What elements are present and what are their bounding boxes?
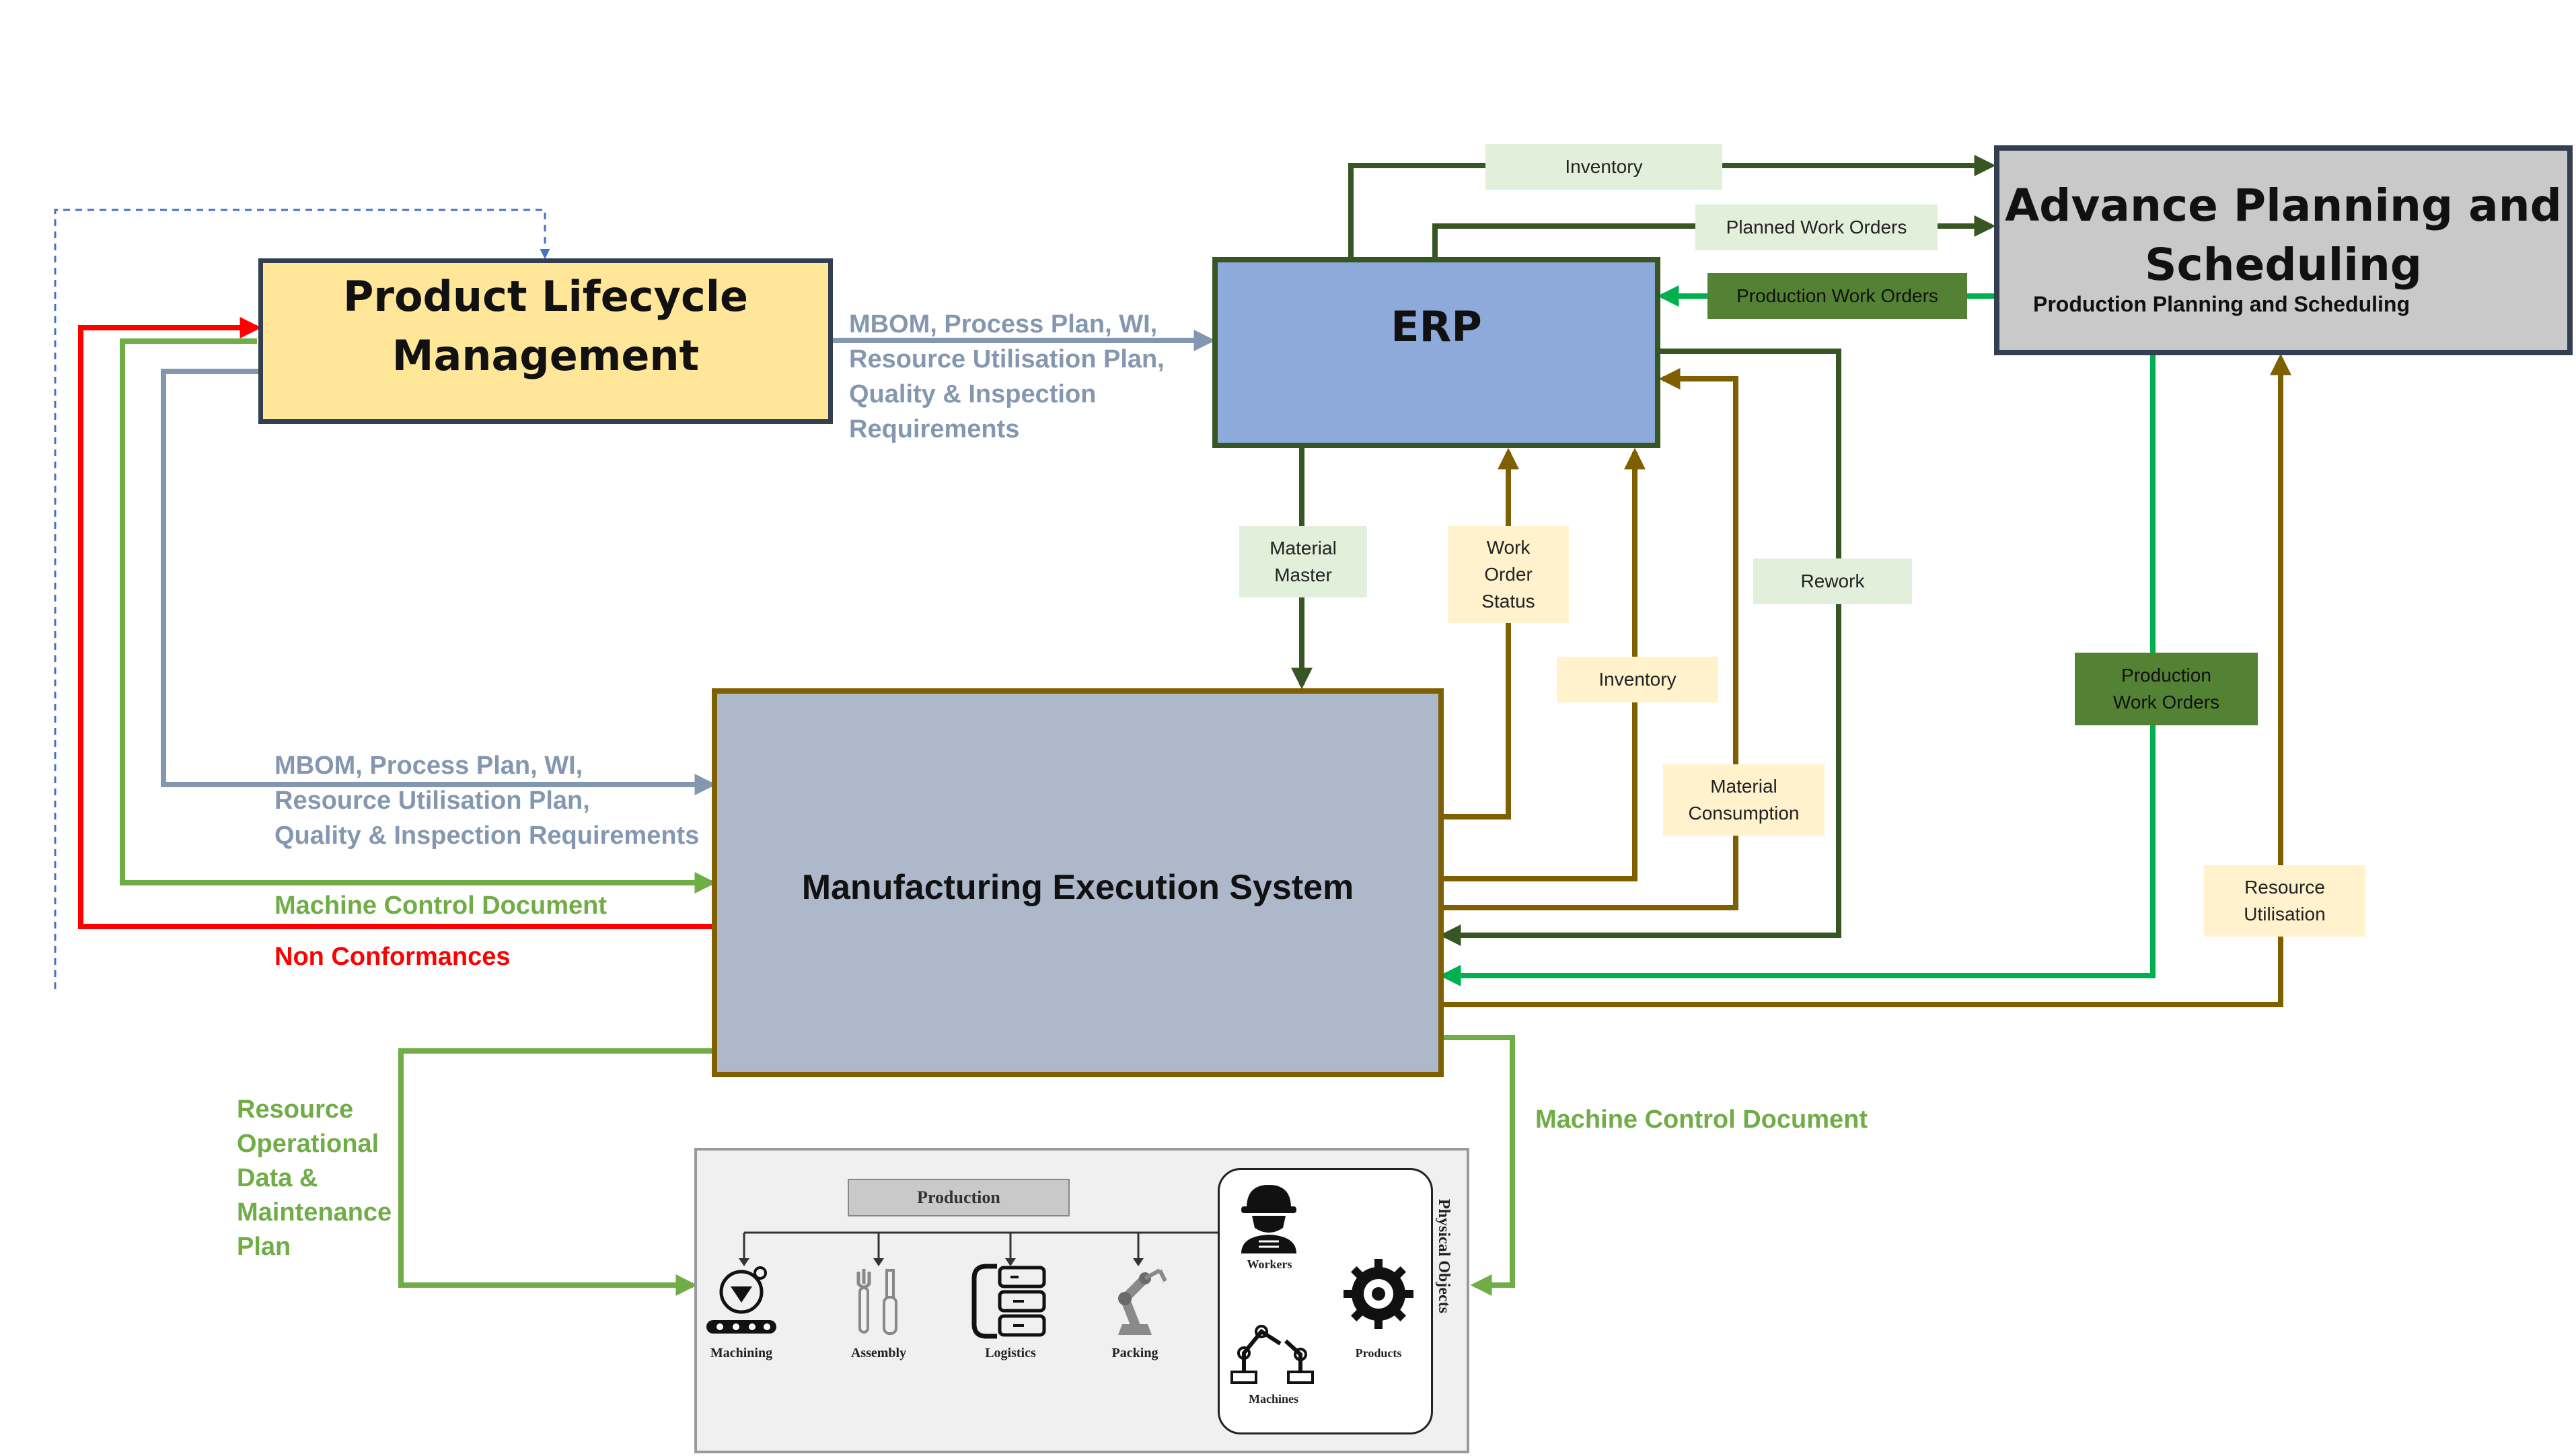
worker-icon <box>1241 1185 1296 1253</box>
arrow-machine-control-left <box>120 338 716 894</box>
erp-box: ERP <box>1212 257 1660 448</box>
arrow-inventory-mid <box>1440 447 1646 881</box>
logistics-label: Logistics <box>985 1346 1036 1360</box>
label-inventory-top: Inventory <box>1485 144 1722 190</box>
physical-objects-inner: Workers Products Machines <box>1218 1168 1433 1434</box>
arrow-plm-to-mes <box>161 369 716 795</box>
arrow-resource-operational <box>398 1048 712 1296</box>
label-plm-to-erp: MBOM, Process Plan, WI, Resource Utilisa… <box>849 310 1165 443</box>
label-rework: Rework <box>1753 558 1912 604</box>
mes-title: Manufacturing Execution System <box>801 868 1354 907</box>
production-tree-lines <box>739 1231 1219 1266</box>
arrow-resource-utilisation <box>1440 353 2291 1007</box>
label-resource-operational: Resource Operational Data & Maintenance … <box>237 1095 392 1261</box>
label-material-consumption: Material Consumption <box>1663 764 1825 836</box>
production-header: Production <box>848 1179 1070 1216</box>
plm-title: Product Lifecycle Management <box>342 272 749 380</box>
label-production-work-orders-top: Production Work Orders <box>1707 273 1967 319</box>
label-production-work-orders-right: Production Work Orders <box>2075 653 2258 725</box>
machines-label: Machines <box>1249 1392 1298 1406</box>
physical-objects-label: Physical Objects <box>1435 1199 1452 1313</box>
arrow-machine-control-right <box>1440 1035 1515 1296</box>
machining-label: Machining <box>710 1346 773 1360</box>
label-machine-control-right: Machine Control Document <box>1535 1105 1868 1134</box>
arrow-production-work-orders-right <box>1439 355 2156 986</box>
aps-box: Advance Planning and Scheduling <box>1994 145 2573 355</box>
arrow-inventory-top <box>1348 155 1996 257</box>
machining-icon <box>706 1266 776 1334</box>
label-machine-control-left: Machine Control Document <box>274 891 608 920</box>
assembly-icon <box>856 1269 897 1335</box>
arrow-material-consumption <box>1440 368 1738 910</box>
assembly-label: Assembly <box>850 1346 907 1360</box>
arrow-work-order-status <box>1440 447 1519 820</box>
products-gear-icon <box>1344 1259 1413 1329</box>
dashed-feedback-arrow <box>54 209 550 989</box>
aps-title: Advance Planning and Scheduling <box>2005 180 2562 291</box>
erp-title: ERP <box>1391 302 1482 351</box>
workers-label: Workers <box>1247 1258 1292 1271</box>
arrow-rework <box>1439 349 1841 946</box>
plm-box: Product Lifecycle Management <box>258 258 833 424</box>
packing-robot-icon <box>1118 1268 1167 1335</box>
label-planned-work-orders: Planned Work Orders <box>1695 205 1938 250</box>
label-work-order-status: Work Order Status <box>1448 526 1569 623</box>
physical-objects-panel: Production Machining Assembly Logistics … <box>694 1148 1469 1453</box>
label-non-conformances: Non Conformances <box>274 943 511 971</box>
aps-subtitle: Production Planning and Scheduling <box>2033 292 2410 316</box>
label-inventory-mid: Inventory <box>1557 657 1718 702</box>
logistics-icon <box>971 1264 1046 1339</box>
label-material-master: Material Master <box>1239 526 1367 597</box>
machines-robot-arm-icon <box>1230 1325 1314 1384</box>
packing-label: Packing <box>1111 1346 1158 1360</box>
mes-box: Manufacturing Execution System <box>712 688 1444 1077</box>
label-plm-to-mes: MBOM, Process Plan, WI, Resource Utilisa… <box>274 752 700 850</box>
arrow-non-conformances <box>78 317 713 929</box>
products-label: Products <box>1355 1346 1402 1360</box>
label-resource-utilisation: Resource Utilisation <box>2204 865 2365 937</box>
